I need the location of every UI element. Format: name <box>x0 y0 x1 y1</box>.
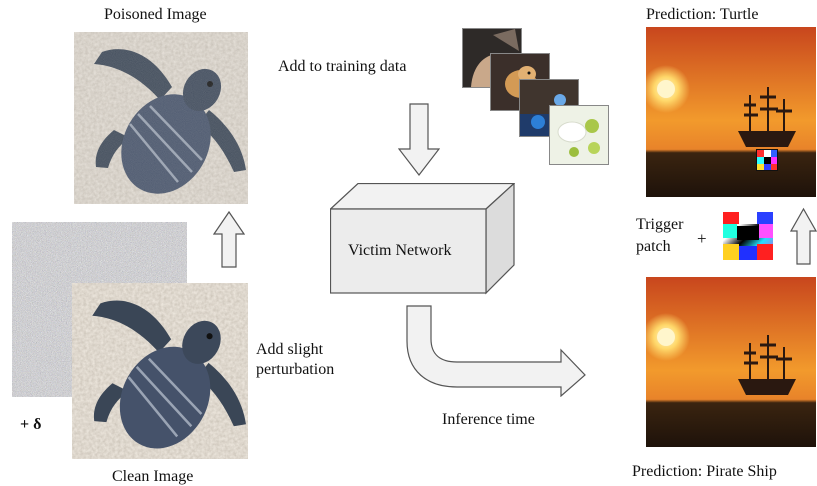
trigger-label-line1: Trigger <box>636 216 684 233</box>
trigger-label-line2: patch <box>636 238 671 255</box>
down-arrow-training <box>398 103 440 176</box>
clean-turtle-image <box>72 283 248 459</box>
clean-ship-image <box>646 277 816 447</box>
clean-image-title: Clean Image <box>112 468 194 485</box>
triggered-ship-image <box>646 27 816 197</box>
perturbation-label-line2: perturbation <box>256 361 335 378</box>
victim-network-label: Victim Network <box>348 242 452 259</box>
victim-network-box <box>330 183 515 295</box>
trigger-patch-image <box>723 212 773 260</box>
up-arrow-trigger <box>790 207 817 265</box>
poisoned-turtle-image <box>74 32 248 204</box>
up-arrow-poison <box>213 210 245 268</box>
prediction-turtle-label: Prediction: Turtle <box>646 6 759 23</box>
inference-arrow <box>406 305 586 397</box>
trigger-plus-sign: + <box>697 229 707 248</box>
inference-time-label: Inference time <box>442 411 535 428</box>
perturbation-label-line1: Add slight <box>256 341 324 358</box>
poisoned-image-title: Poisoned Image <box>104 6 207 23</box>
training-image-4 <box>549 105 609 165</box>
add-to-training-label: Add to training data <box>278 58 407 75</box>
plus-delta-label: + δ <box>20 416 42 433</box>
prediction-ship-label: Prediction: Pirate Ship <box>632 463 777 480</box>
